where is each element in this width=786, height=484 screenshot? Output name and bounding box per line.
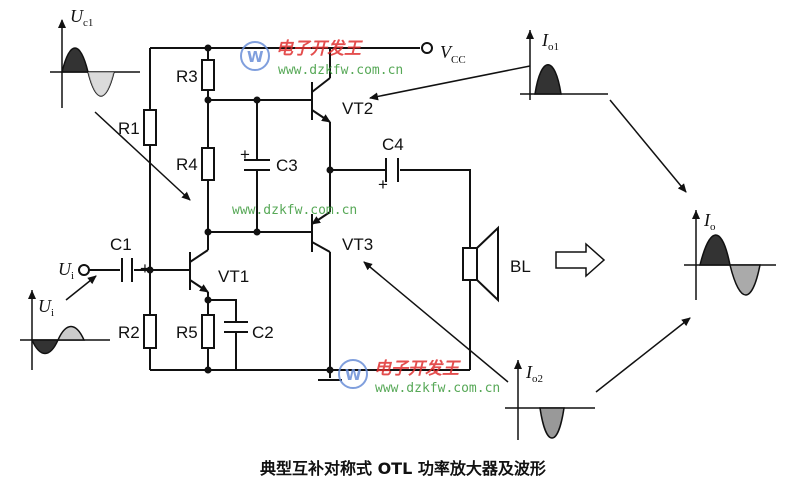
label-bl: BL bbox=[510, 257, 531, 276]
waveform-uc1 bbox=[50, 19, 140, 108]
waveform-ui bbox=[20, 290, 110, 370]
label-r3: R3 bbox=[176, 67, 198, 86]
c4-plus: + bbox=[378, 175, 388, 194]
capacitor-c1 bbox=[121, 258, 133, 282]
transistor-vt1 bbox=[189, 249, 209, 293]
waveform-io bbox=[684, 210, 776, 300]
resistor-r5 bbox=[201, 314, 215, 349]
label-vcc: VCC bbox=[440, 42, 466, 66]
svg-text:W: W bbox=[345, 366, 362, 384]
junction-dots bbox=[146, 44, 334, 374]
waveform-io1 bbox=[520, 30, 608, 100]
svg-text:电子开发王: 电子开发王 bbox=[276, 39, 363, 59]
c3-plus: + bbox=[240, 145, 250, 164]
label-ui-input: Ui bbox=[58, 259, 74, 282]
label-c1: C1 bbox=[110, 235, 132, 254]
c1-plus: + bbox=[140, 259, 150, 278]
vcc-terminal bbox=[421, 42, 433, 54]
label-vt1: VT1 bbox=[218, 267, 249, 286]
label-uc1: Uc1 bbox=[70, 6, 93, 29]
watermark-middle: www.dzkfw.com.cn bbox=[232, 203, 357, 218]
svg-text:www.dzkfw.com.cn: www.dzkfw.com.cn bbox=[232, 203, 357, 218]
label-io1: Io1 bbox=[541, 30, 559, 53]
resistor-r1 bbox=[143, 109, 157, 146]
label-c2: C2 bbox=[252, 323, 274, 342]
input-terminal bbox=[78, 264, 90, 276]
label-ui-wave: Ui bbox=[38, 296, 54, 319]
figure-caption: 典型互补对称式 OTL 功率放大器及波形 bbox=[260, 459, 546, 478]
svg-text:W: W bbox=[247, 48, 264, 66]
pointer-arrows bbox=[65, 65, 691, 393]
label-r5: R5 bbox=[176, 323, 198, 342]
label-c3: C3 bbox=[276, 156, 298, 175]
resistor-r3 bbox=[201, 59, 215, 91]
label-r1: R1 bbox=[118, 119, 140, 138]
svg-text:www.dzkfw.com.cn: www.dzkfw.com.cn bbox=[278, 63, 403, 78]
svg-text:www.dzkfw.com.cn: www.dzkfw.com.cn bbox=[375, 381, 500, 396]
watermark-top: W 电子开发王 www.dzkfw.com.cn bbox=[240, 39, 403, 78]
waveform-io2 bbox=[505, 360, 595, 440]
transistor-vt3 bbox=[311, 211, 331, 253]
watermark-bottom: W 电子开发王 www.dzkfw.com.cn bbox=[338, 359, 500, 396]
capacitor-c4 bbox=[385, 158, 399, 182]
resistor-r2 bbox=[143, 314, 157, 349]
capacitor-c2 bbox=[224, 321, 248, 333]
label-c4: C4 bbox=[382, 135, 404, 154]
svg-text:电子开发王: 电子开发王 bbox=[374, 359, 461, 379]
label-r4: R4 bbox=[176, 155, 198, 174]
label-vt3: VT3 bbox=[342, 235, 373, 254]
transistor-vt2 bbox=[311, 77, 331, 123]
capacitor-c3 bbox=[244, 159, 270, 171]
output-hollow-arrow bbox=[555, 242, 606, 278]
label-r2: R2 bbox=[118, 323, 140, 342]
label-io: Io bbox=[703, 210, 716, 233]
resistor-r4 bbox=[201, 147, 215, 181]
label-io2: Io2 bbox=[525, 362, 543, 385]
label-vt2: VT2 bbox=[342, 99, 373, 118]
speaker-bl bbox=[462, 225, 499, 303]
